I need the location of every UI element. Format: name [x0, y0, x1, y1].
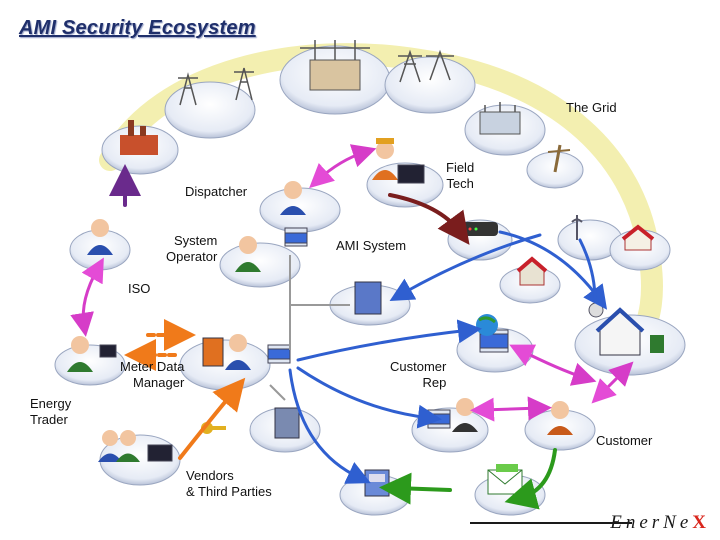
enernex-logo: EnerNeX — [610, 512, 710, 534]
globe-icon — [476, 314, 498, 336]
utility-pole-icon — [547, 144, 571, 173]
blue-arrow-rep — [296, 319, 482, 362]
money-mail-icon — [487, 464, 523, 495]
server-icon — [202, 281, 382, 439]
label-ami-system: AMI System — [336, 238, 407, 253]
connection-arrows — [70, 144, 634, 510]
magenta-arrow-iso — [70, 257, 104, 337]
energy-trader-icon — [67, 336, 93, 372]
label-the-grid: The Grid — [566, 100, 617, 115]
logo-text: EnerNe — [610, 512, 693, 533]
customer-rep-icon — [452, 398, 478, 432]
label-customer: Customer — [596, 433, 653, 448]
customer-icon — [547, 401, 573, 435]
page-title: AMI Security Ecosystem — [19, 17, 256, 39]
magenta-arrow-rep-direct — [470, 396, 552, 422]
blue-arrow-field-to-house — [498, 230, 608, 310]
router-icon — [462, 222, 498, 236]
person-icons — [67, 138, 573, 462]
label-vendors: Vendors & Third Parties — [186, 468, 272, 499]
green-arrow-customer — [504, 448, 557, 510]
dispatcher-icon — [280, 181, 306, 215]
magenta-arrow-dispatch — [309, 144, 377, 189]
system-operator-icon — [235, 236, 261, 272]
transmission-tower-icon — [178, 49, 454, 106]
green-arrow-atm — [379, 472, 452, 505]
mdm-person-icon — [225, 334, 251, 370]
vendor-icon — [98, 430, 140, 462]
network-lines — [269, 255, 350, 401]
label-dispatcher: Dispatcher — [185, 184, 248, 199]
factory-icon — [120, 120, 158, 155]
grid-ring — [99, 43, 663, 357]
label-customer-rep: Customer Rep — [390, 359, 447, 390]
field-tech-icon — [372, 138, 398, 180]
magenta-arrow-customer-home — [591, 361, 634, 404]
logo-rule — [470, 522, 632, 524]
blue-arrow-meter — [578, 238, 597, 302]
substation-icon — [300, 40, 521, 135]
label-system-operator: System Operator — [166, 233, 218, 264]
iso-person-icon — [87, 219, 113, 255]
logo-accent: X — [692, 512, 710, 533]
magenta-arrow-rep-customer — [509, 344, 597, 386]
antenna-icon — [571, 215, 583, 240]
label-field-tech: Field Tech — [446, 160, 475, 191]
label-meter-data-manager: Meter Data Manager — [120, 359, 185, 390]
orange-arrow-vendor — [178, 377, 246, 460]
atm-icon — [364, 469, 390, 497]
blue-arrow-rep2 — [296, 366, 442, 429]
blue-arrow-atm — [288, 368, 371, 484]
house-icons — [516, 224, 655, 356]
maroon-arrow-field — [388, 193, 470, 245]
label-energy-trader: Energy Trader — [30, 396, 72, 427]
label-iso: ISO — [128, 281, 151, 296]
